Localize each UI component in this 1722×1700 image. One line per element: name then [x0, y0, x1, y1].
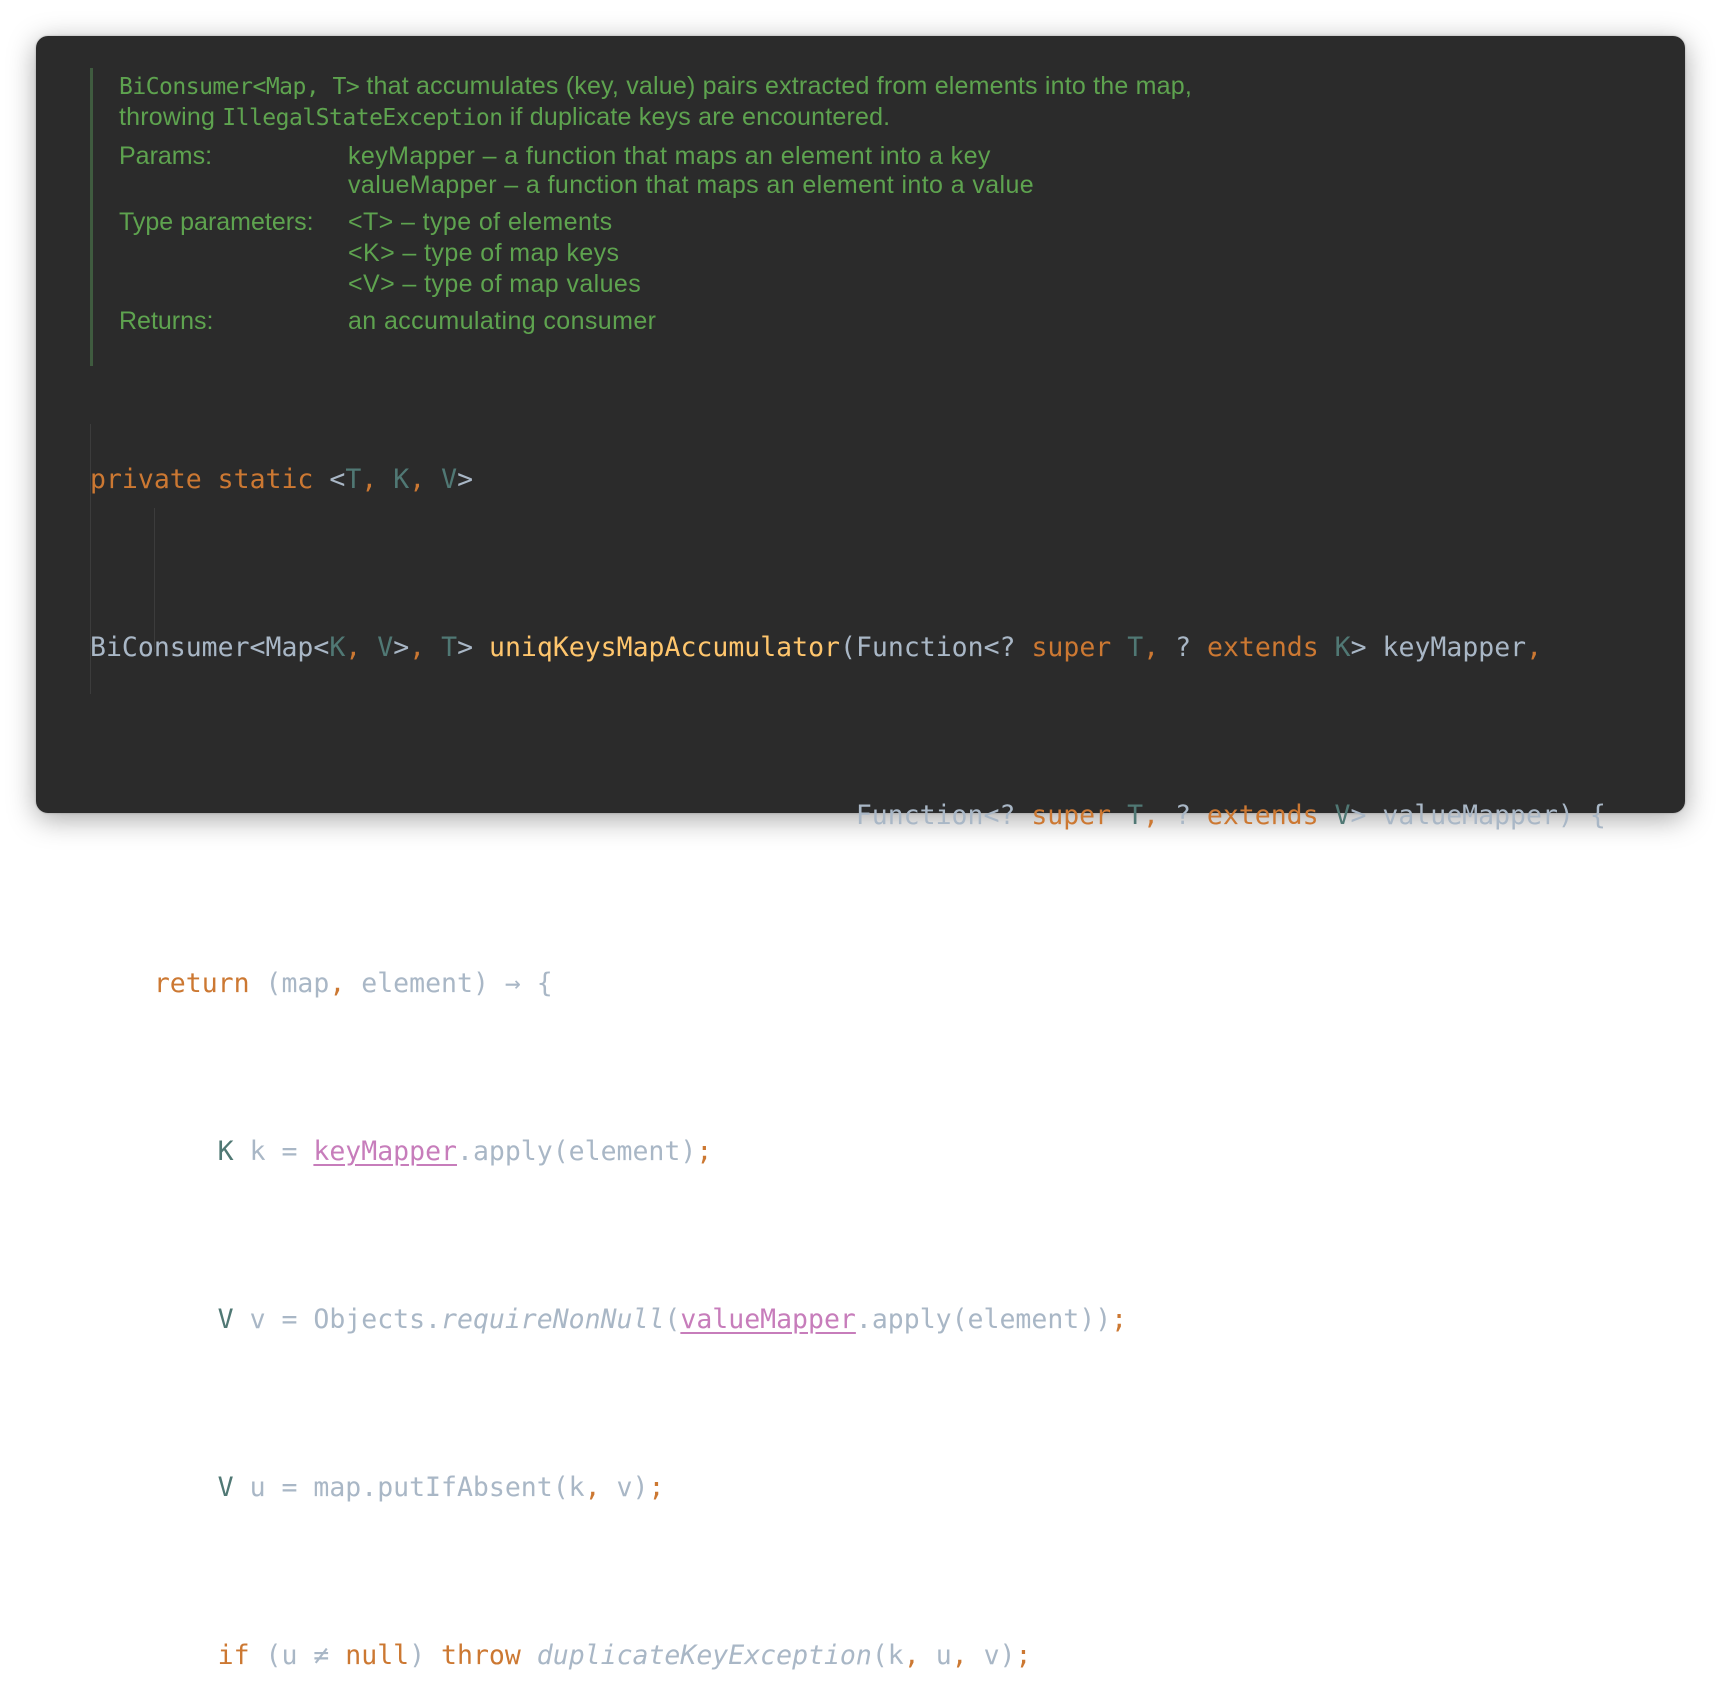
- doc-type-param-t: <T> – type of elements: [348, 208, 613, 236]
- code-line-6: V v = Objects.requireNonNull(valueMapper…: [217, 1304, 1128, 1335]
- doc-returns-label: Returns:: [119, 307, 214, 335]
- doc-type-params-label: Type parameters:: [119, 208, 314, 236]
- code-line-2: BiConsumer<Map<K, V>, T> uniqKeysMapAccu…: [90, 632, 1543, 663]
- code-block: private static <T, K, V> BiConsumer<Map<…: [90, 375, 1606, 1700]
- code-line-4: return (map, element) → {: [153, 968, 553, 999]
- code-line-7: V u = map.putIfAbsent(k, v);: [217, 1472, 665, 1503]
- doc-type-param-k: <K> – type of map keys: [348, 239, 620, 267]
- method-call-requirenonnull[interactable]: requireNonNull: [441, 1304, 665, 1335]
- doc-returns-value: an accumulating consumer: [348, 307, 657, 335]
- doc-code-biconsumer: BiConsumer<Map, T>: [119, 74, 360, 100]
- doc-param-valuemapper: valueMapper – a function that maps an el…: [348, 171, 1035, 199]
- doc-code-exception: IllegalStateException: [222, 105, 503, 131]
- doc-summary-line-1: BiConsumer<Map, T> that accumulates (key…: [119, 72, 1193, 100]
- code-line-5: K k = keyMapper.apply(element);: [217, 1136, 713, 1167]
- code-editor-panel: BiConsumer<Map, T> that accumulates (key…: [36, 36, 1685, 1671]
- doc-summary-line-2: throwing IllegalStateException if duplic…: [119, 103, 891, 131]
- indent-guide-lambda: [154, 508, 155, 652]
- doc-params-label: Params:: [119, 142, 213, 170]
- field-keymapper[interactable]: keyMapper: [313, 1136, 457, 1167]
- code-line-8: if (u ≠ null) throw duplicateKeyExceptio…: [217, 1640, 1032, 1671]
- doc-param-keymapper: keyMapper – a function that maps an elem…: [348, 142, 991, 170]
- javadoc-rendered-comment: BiConsumer<Map, T> that accumulates (key…: [90, 68, 1593, 366]
- code-line-3: Function<? super T, ? extends V> valueMa…: [855, 800, 1606, 831]
- code-line-1: private static <T, K, V>: [90, 464, 474, 495]
- method-name-uniqkeysmapaccumulator[interactable]: uniqKeysMapAccumulator: [489, 632, 840, 663]
- method-call-duplicatekeyexception[interactable]: duplicateKeyException: [536, 1640, 872, 1671]
- doc-type-param-v: <V> – type of map values: [348, 270, 642, 298]
- field-valuemapper[interactable]: valueMapper: [680, 1304, 856, 1335]
- indent-guide-method: [90, 424, 91, 694]
